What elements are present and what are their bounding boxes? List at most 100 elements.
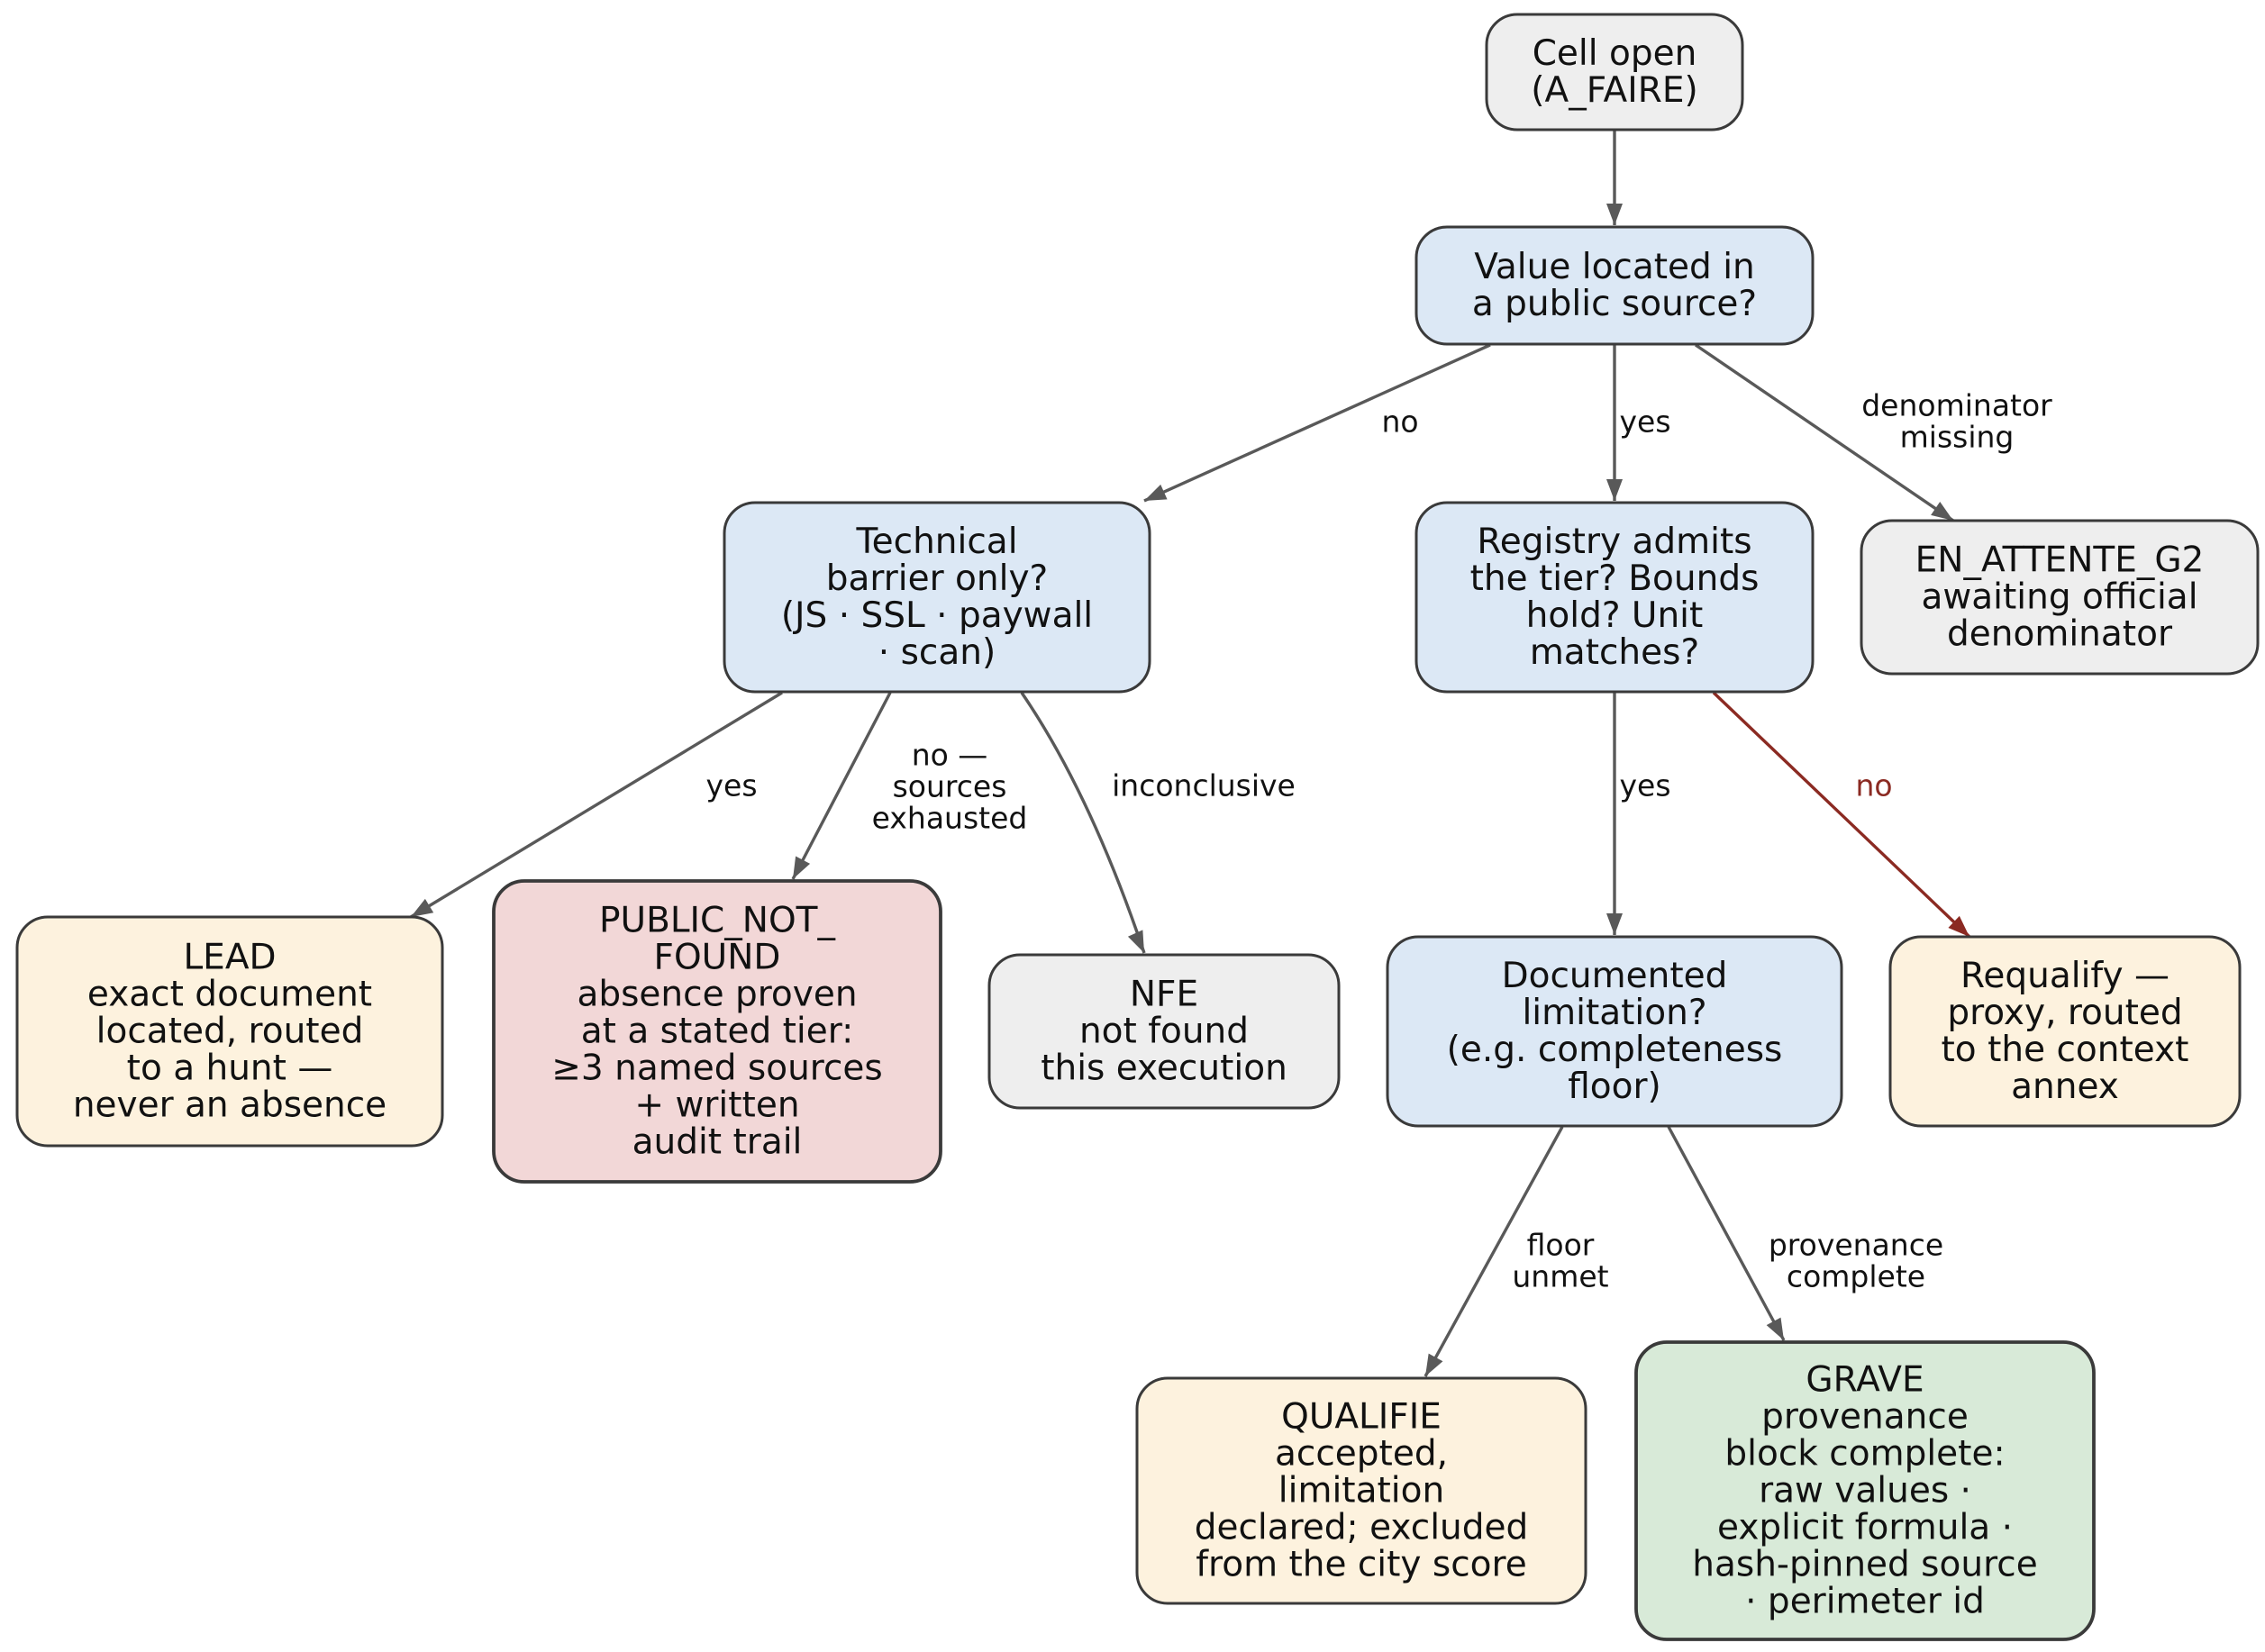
node-box bbox=[1414, 225, 1815, 346]
node-text-line: Documented bbox=[1502, 956, 1728, 996]
node-text-line: annex bbox=[2011, 1067, 2119, 1107]
node-text-line: located, routed bbox=[96, 1012, 364, 1052]
node-text-line: Registry admits bbox=[1477, 522, 1751, 562]
node-text-line: Requalify — bbox=[1960, 956, 2169, 996]
node-text-line: matches? bbox=[1530, 632, 1699, 673]
node-text-line: to the context bbox=[1942, 1030, 2189, 1070]
node-cell-open: Cell open(A_FAIRE) bbox=[1485, 13, 1744, 132]
node-box bbox=[987, 953, 1341, 1110]
edge-label-text: inconclusive bbox=[1112, 768, 1296, 803]
edge-label-barrier-inconclusive: inconclusive bbox=[1112, 768, 1296, 803]
edge-label-text: yes bbox=[1619, 768, 1670, 803]
node-text-line: the tier? Bounds bbox=[1470, 558, 1760, 599]
edge-label-text: exhausted bbox=[872, 801, 1028, 836]
node-text-line: · perimeter id bbox=[1745, 1582, 1985, 1622]
edge-label-text: denominator bbox=[1861, 388, 2052, 423]
node-text-line: to a hunt — bbox=[127, 1048, 333, 1089]
node-text-line: floor) bbox=[1568, 1067, 1661, 1107]
node-text-line: this execution bbox=[1041, 1048, 1287, 1089]
node-text-line: barrier only? bbox=[826, 558, 1049, 599]
edge-label-registry-yes: yes bbox=[1619, 768, 1670, 803]
node-text-line: + written bbox=[634, 1085, 799, 1126]
edge-limitation-to-qualifie-floor bbox=[1424, 1126, 1564, 1377]
node-box bbox=[1888, 935, 2242, 1128]
edge-barrier-to-lead-yes bbox=[410, 691, 783, 919]
node-text-line: EN_ATTENTE_G2 bbox=[1915, 540, 2205, 581]
edge-barrier-to-nfe-inconclusive bbox=[1020, 692, 1146, 954]
edge-label-text: no bbox=[1855, 768, 1892, 803]
node-text-line: a public source? bbox=[1472, 284, 1757, 324]
edge-barrier-to-publicnotfound-no-arrowhead bbox=[793, 856, 811, 879]
node-box bbox=[1386, 935, 1843, 1128]
node-text-line: exact document bbox=[87, 975, 372, 1015]
node-text-line: QUALIFIE bbox=[1281, 1397, 1442, 1438]
edge-value-to-barrier-no-arrowhead bbox=[1144, 484, 1168, 501]
node-box bbox=[1860, 519, 2260, 676]
node-text-line: limitation bbox=[1278, 1471, 1444, 1511]
edge-label-text: no — bbox=[912, 738, 988, 773]
edges-layer bbox=[410, 130, 1971, 1377]
node-text-line: · scan) bbox=[878, 632, 996, 673]
node-text-line: at a stated tier: bbox=[581, 1012, 853, 1052]
node-text-line: accepted, bbox=[1275, 1434, 1448, 1475]
node-text-line: awaiting official bbox=[1921, 577, 2197, 618]
edge-label-text: yes bbox=[705, 768, 757, 803]
node-box bbox=[1634, 1340, 2096, 1641]
node-text-line: hash-pinned source bbox=[1692, 1545, 2037, 1585]
edge-registry-to-limitation-yes-arrowhead bbox=[1606, 913, 1623, 935]
edge-barrier-to-lead-yes-arrowhead bbox=[411, 898, 434, 917]
node-text-line: ≥3 named sources bbox=[551, 1048, 882, 1089]
node-text-line: NFE bbox=[1130, 975, 1198, 1015]
edge-label-value-yes: yes bbox=[1619, 404, 1670, 440]
edge-limitation-to-grave-provenance-arrowhead bbox=[1766, 1317, 1784, 1340]
node-text-line: FOUND bbox=[654, 938, 781, 978]
node-text-line: hold? Unit bbox=[1526, 595, 1704, 636]
node-text-line: Value located in bbox=[1474, 247, 1755, 287]
node-text-line: LEAD bbox=[183, 938, 276, 978]
node-text-line: Cell open bbox=[1533, 33, 1697, 74]
node-text-line: from the city score bbox=[1196, 1545, 1526, 1585]
edge-label-text: yes bbox=[1619, 404, 1670, 440]
nodes-layer: Cell open(A_FAIRE) Value located ina publ… bbox=[15, 13, 2260, 1641]
node-text-line: provenance bbox=[1761, 1397, 1969, 1438]
node-text-line: declared; excluded bbox=[1195, 1508, 1529, 1548]
node-text-line: block complete: bbox=[1724, 1434, 2005, 1475]
node-text-line: limitation? bbox=[1522, 993, 1706, 1033]
node-box bbox=[15, 915, 444, 1148]
edge-label-text: no bbox=[1381, 404, 1418, 440]
node-text-line: proxy, routed bbox=[1947, 993, 2182, 1033]
edge-label-value-no: no bbox=[1381, 404, 1418, 440]
edge-label-text: complete bbox=[1787, 1259, 1925, 1294]
node-text-line: raw values · bbox=[1759, 1471, 1971, 1511]
edge-label-text: floor bbox=[1527, 1228, 1595, 1263]
node-text-line: (JS · SSL · paywall bbox=[781, 595, 1093, 636]
edge-label-barrier-yes: yes bbox=[705, 768, 757, 803]
node-text-line: absence proven bbox=[577, 975, 857, 1015]
edge-barrier-to-nfe-inconclusive-arrowhead bbox=[1127, 930, 1144, 953]
node-box bbox=[492, 879, 942, 1184]
node-text-line: not found bbox=[1079, 1012, 1249, 1052]
edge-label-text: missing bbox=[1900, 420, 2015, 455]
edge-registry-to-requalify-no-arrowhead bbox=[1948, 915, 1969, 937]
edge-limitation-to-grave-provenance bbox=[1667, 1126, 1786, 1341]
node-text-line: PUBLIC_NOT_ bbox=[599, 901, 835, 941]
edge-barrier-to-publicnotfound-no bbox=[791, 692, 892, 880]
node-box bbox=[1135, 1376, 1587, 1605]
node-text-line: audit trail bbox=[632, 1122, 803, 1163]
edge-value-to-enattente-denominator-arrowhead bbox=[1931, 502, 1953, 521]
edge-value-to-registry-yes-arrowhead bbox=[1606, 479, 1623, 501]
edge-limitation-to-qualifie-floor-arrowhead bbox=[1425, 1353, 1443, 1376]
